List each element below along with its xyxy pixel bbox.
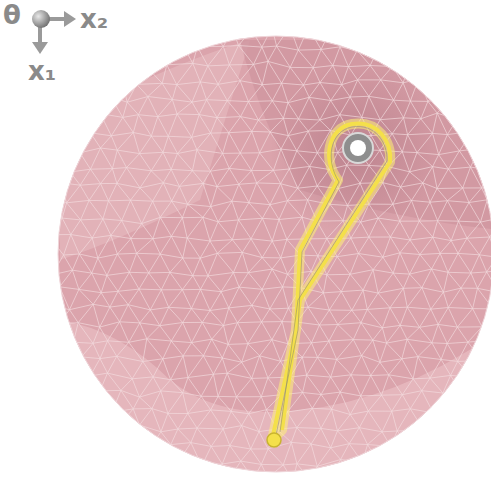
axis-arrowhead <box>64 11 76 27</box>
mesh-edges <box>47 27 491 478</box>
mesh-lines <box>47 27 491 478</box>
trajectory-trace <box>275 126 387 440</box>
axis-label: x₁ <box>28 58 56 84</box>
obstacle-hole <box>350 140 366 156</box>
axis-label: θ <box>3 2 21 28</box>
obstacle-ring <box>343 133 373 163</box>
axis-arrowhead <box>32 42 48 54</box>
axis-label: x₂ <box>80 6 108 32</box>
trajectory-path <box>272 124 390 440</box>
start-point <box>267 433 281 447</box>
trajectory-glow <box>272 124 390 440</box>
disk-outline <box>58 36 491 472</box>
mesh-disk <box>47 27 491 478</box>
axis-origin-ball <box>32 10 50 28</box>
